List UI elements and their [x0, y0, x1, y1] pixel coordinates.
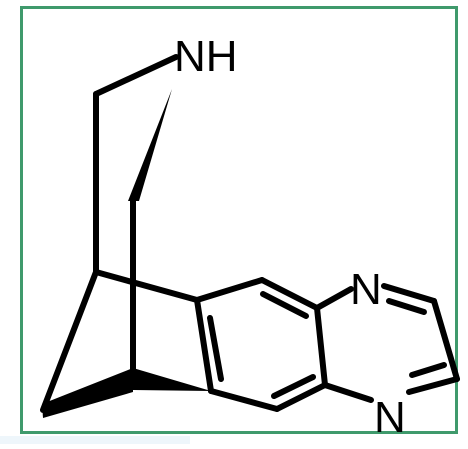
bond-benzene-bottom-inner [271, 374, 316, 399]
bottom-strip [0, 436, 190, 444]
bond-benzene-left [194, 297, 214, 394]
bond-ring-to-lower-n [322, 382, 374, 403]
bond-left-bridgehead-fusion [93, 269, 200, 303]
bond-left-lower-chain [40, 269, 99, 413]
bond-benzene-right [314, 305, 328, 388]
bond-pyrazine-ch-lower-n-inner [409, 362, 447, 378]
bond-benzene-bottom-right [274, 382, 328, 412]
bond-lines [40, 54, 460, 413]
bond-upper-n-ch-inner [386, 298, 427, 315]
bond-pyrazine-ch-lower-n [406, 376, 460, 395]
bond-nh-ch2 [93, 54, 179, 97]
atom-label-n-lower: N [374, 393, 406, 442]
wedge-bond-nh [128, 89, 172, 201]
atom-label-nh: NH [174, 32, 238, 81]
bond-benzene-bottom-left [208, 388, 280, 412]
wedge-bond-bridge-left [42, 368, 133, 418]
bond-pyrazine-ch-ch [431, 298, 460, 382]
bond-upper-n-ch [381, 283, 437, 304]
bond-benzene-top-inner [260, 291, 309, 319]
bond-benzene-left-inner [207, 315, 224, 382]
bond-benzene-top-left [194, 277, 265, 303]
atom-label-n-upper: N [350, 265, 382, 314]
bond-ring-to-upper-n [314, 286, 354, 311]
wedge-bond-bridge-right [133, 368, 211, 391]
bond-benzene-top-right [259, 277, 320, 311]
